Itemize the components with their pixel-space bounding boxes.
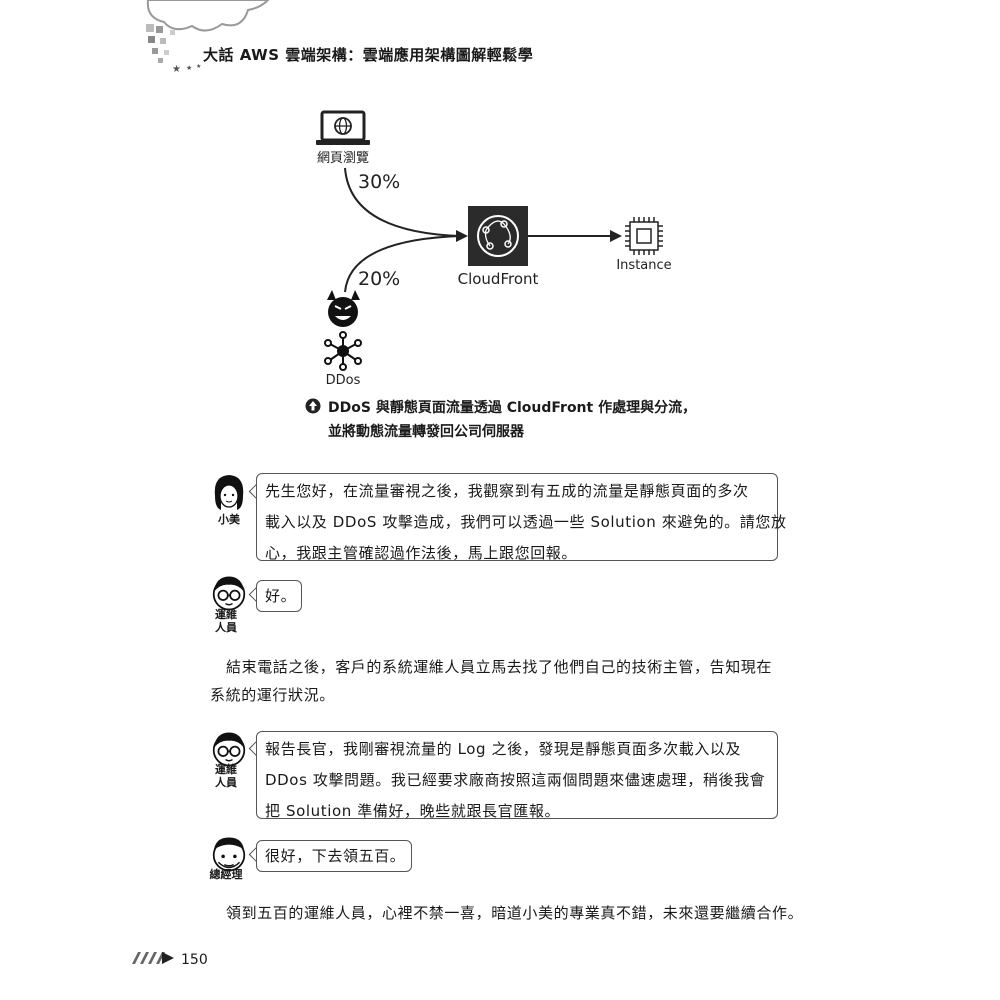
ddos-label: DDos: [326, 373, 361, 388]
pixel-squares: [146, 24, 175, 63]
devil-icon: [327, 290, 360, 327]
network-icon: [324, 331, 362, 371]
xiaomei-avatar: [214, 475, 244, 510]
speech-bubble: 先生您好，在流量審視之後，我觀察到有五成的流量是靜態頁面的多次 載入以及 DDo…: [256, 473, 787, 562]
ops-staff-avatar: [212, 576, 246, 611]
body-paragraph: 領到五百的運維人員，心裡不禁一喜，暗道小美的專業真不錯，未來還要繼續合作。: [226, 904, 804, 922]
speaker-line: 人員: [215, 776, 237, 789]
speaker-general-manager: 總經理: [209, 868, 243, 881]
cloud-shape: [146, 0, 270, 32]
ddos-flow-arrow: [344, 235, 461, 293]
speech-bubble: 報告長官，我剛審視流量的 Log 之後，發現是靜態頁面多次載入以及 DDos 攻…: [256, 731, 778, 820]
speaker-line: 人員: [215, 621, 237, 634]
laptop-icon: [316, 110, 370, 145]
cloudfront-label: CloudFront: [458, 270, 539, 288]
browser-label: 網頁瀏覽: [317, 151, 369, 166]
speaker-ops-staff: 運維 人員: [209, 763, 243, 789]
ops-staff-avatar: [212, 732, 246, 767]
speaker-line: 運維: [215, 608, 237, 621]
bubble-line: 先生您好，在流量審視之後，我觀察到有五成的流量是靜態頁面的多次: [265, 482, 749, 500]
speaker-line: 運維: [215, 763, 237, 776]
book-title: 大話 AWS 雲端架構：雲端應用架構圖解輕鬆學: [203, 46, 534, 64]
speaker-xiaomei: 小美: [218, 513, 240, 526]
bubble-line: 載入以及 DDoS 攻擊造成，我們可以透過一些 Solution 來避免的。請您…: [265, 513, 787, 531]
bubble-line: 好。: [265, 587, 297, 605]
general-manager-avatar: [212, 837, 246, 872]
bubble-line: 把 Solution 準備好，晚些就跟長官匯報。: [265, 802, 561, 820]
page-number: 150: [181, 952, 208, 968]
svg-text:★: ★: [186, 64, 192, 72]
svg-text:★: ★: [196, 63, 201, 70]
bubble-line: 很好，下去領五百。: [265, 847, 406, 865]
speaker-ops-staff: 運維 人員: [209, 608, 243, 634]
speech-bubble: 好。: [256, 580, 302, 612]
instance-label: Instance: [616, 258, 671, 273]
figure-caption-line2: 並將動態流量轉發回公司伺服器: [328, 424, 524, 440]
speech-bubble: 很好，下去領五百。: [256, 840, 412, 872]
body-paragraph: 結束電話之後，客戶的系統運維人員立馬去找了他們自己的技術主管，告知現在 系統的運…: [210, 653, 790, 709]
header-cloud-decoration: ★ ★ ★: [146, 0, 270, 75]
star-icons: ★ ★ ★: [172, 63, 201, 75]
browser-percent: 30%: [358, 171, 400, 193]
page-stripes-decoration: [132, 952, 174, 964]
arrowhead: [456, 230, 468, 242]
browser-flow-arrow: [344, 167, 461, 237]
cloudfront-icon: [468, 206, 528, 266]
bubble-line: DDos 攻擊問題。我已經要求廠商按照這兩個問題來儘速處理，稍後我會: [265, 771, 766, 789]
arrowhead: [610, 230, 622, 242]
architecture-diagram: 網頁瀏覽 30% 20% CloudFront Instance: [316, 110, 672, 388]
bubble-line: 心，我跟主管確認過作法後，馬上跟您回報。: [265, 544, 578, 562]
paragraph-line: 系統的運行狀況。: [210, 686, 335, 704]
caption-arrow-icon: [305, 398, 321, 414]
svg-text:★: ★: [172, 64, 181, 75]
instance-chip-icon: [625, 217, 663, 255]
paragraph-line: 結束電話之後，客戶的系統運維人員立馬去找了他們自己的技術主管，告知現在: [226, 658, 773, 676]
ddos-percent: 20%: [358, 268, 400, 290]
figure-caption-line1: DDoS 與靜態頁面流量透過 CloudFront 作處理與分流，: [328, 400, 697, 416]
bubble-line: 報告長官，我剛審視流量的 Log 之後，發現是靜態頁面多次載入以及: [265, 740, 742, 758]
